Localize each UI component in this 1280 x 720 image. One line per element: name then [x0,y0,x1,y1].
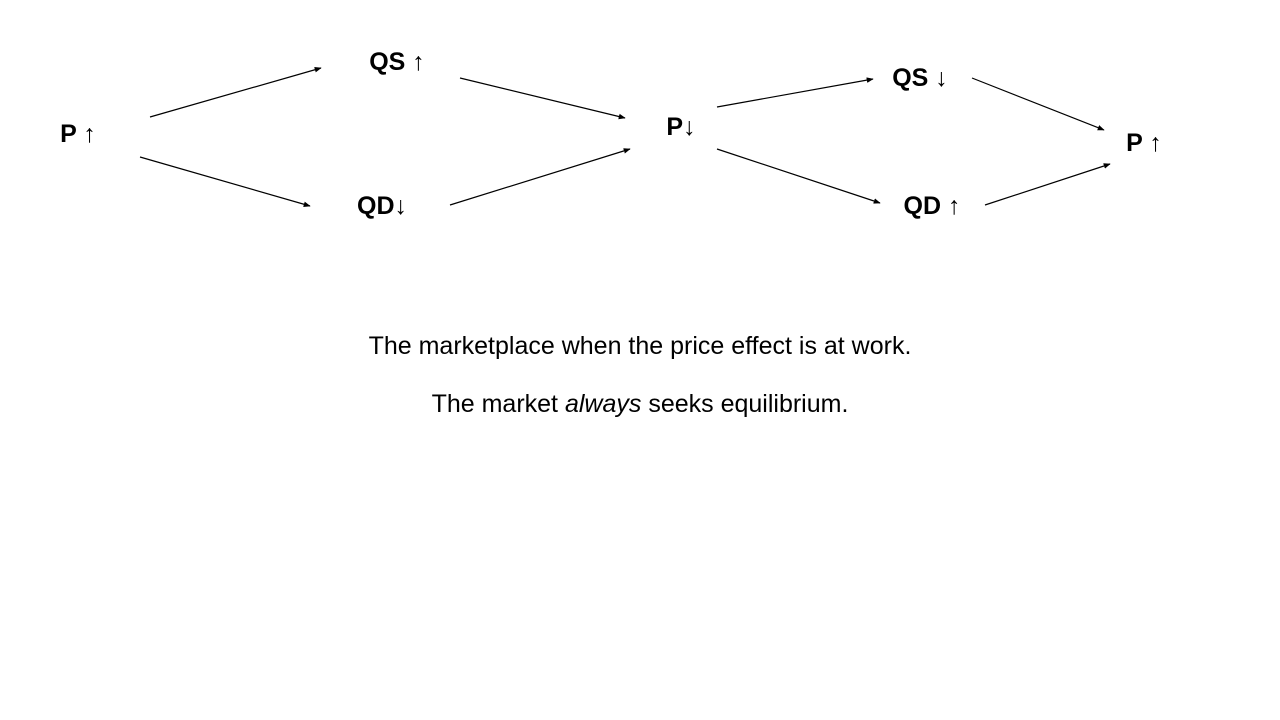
arrow-qd-down-to-p-down [449,148,631,206]
arrow-qs-up-to-p-down [459,77,626,120]
caption-equilibrium-emphasis: always [564,390,642,418]
caption-equilibrium: The market always seeks equilibrium. [0,388,1280,420]
arrow-qs-down-to-p-end [971,77,1105,131]
node-price-up-start: P ↑ [60,120,96,148]
node-price-up-end: P ↑ [1126,129,1162,157]
arrow-p-start-to-qs-up [149,67,322,118]
node-quantity-demanded-up: QD ↑ [903,192,961,220]
arrow-p-down-to-qd-up [716,148,881,204]
node-quantity-supplied-up: QS ↑ [369,48,425,76]
arrow-p-down-to-qs-down [716,77,874,108]
node-quantity-supplied-down: QS ↓ [892,64,948,92]
caption-equilibrium-end: seeks equilibrium. [641,390,849,418]
caption-price-effect: The marketplace when the price effect is… [368,332,912,360]
node-price-down: P↓ [666,113,696,141]
caption-equilibrium-start: The market [431,390,565,418]
arrow-p-start-to-qd-down [139,156,311,207]
node-quantity-demanded-down: QD↓ [357,192,407,220]
arrow-qd-up-to-p-end [984,163,1111,206]
